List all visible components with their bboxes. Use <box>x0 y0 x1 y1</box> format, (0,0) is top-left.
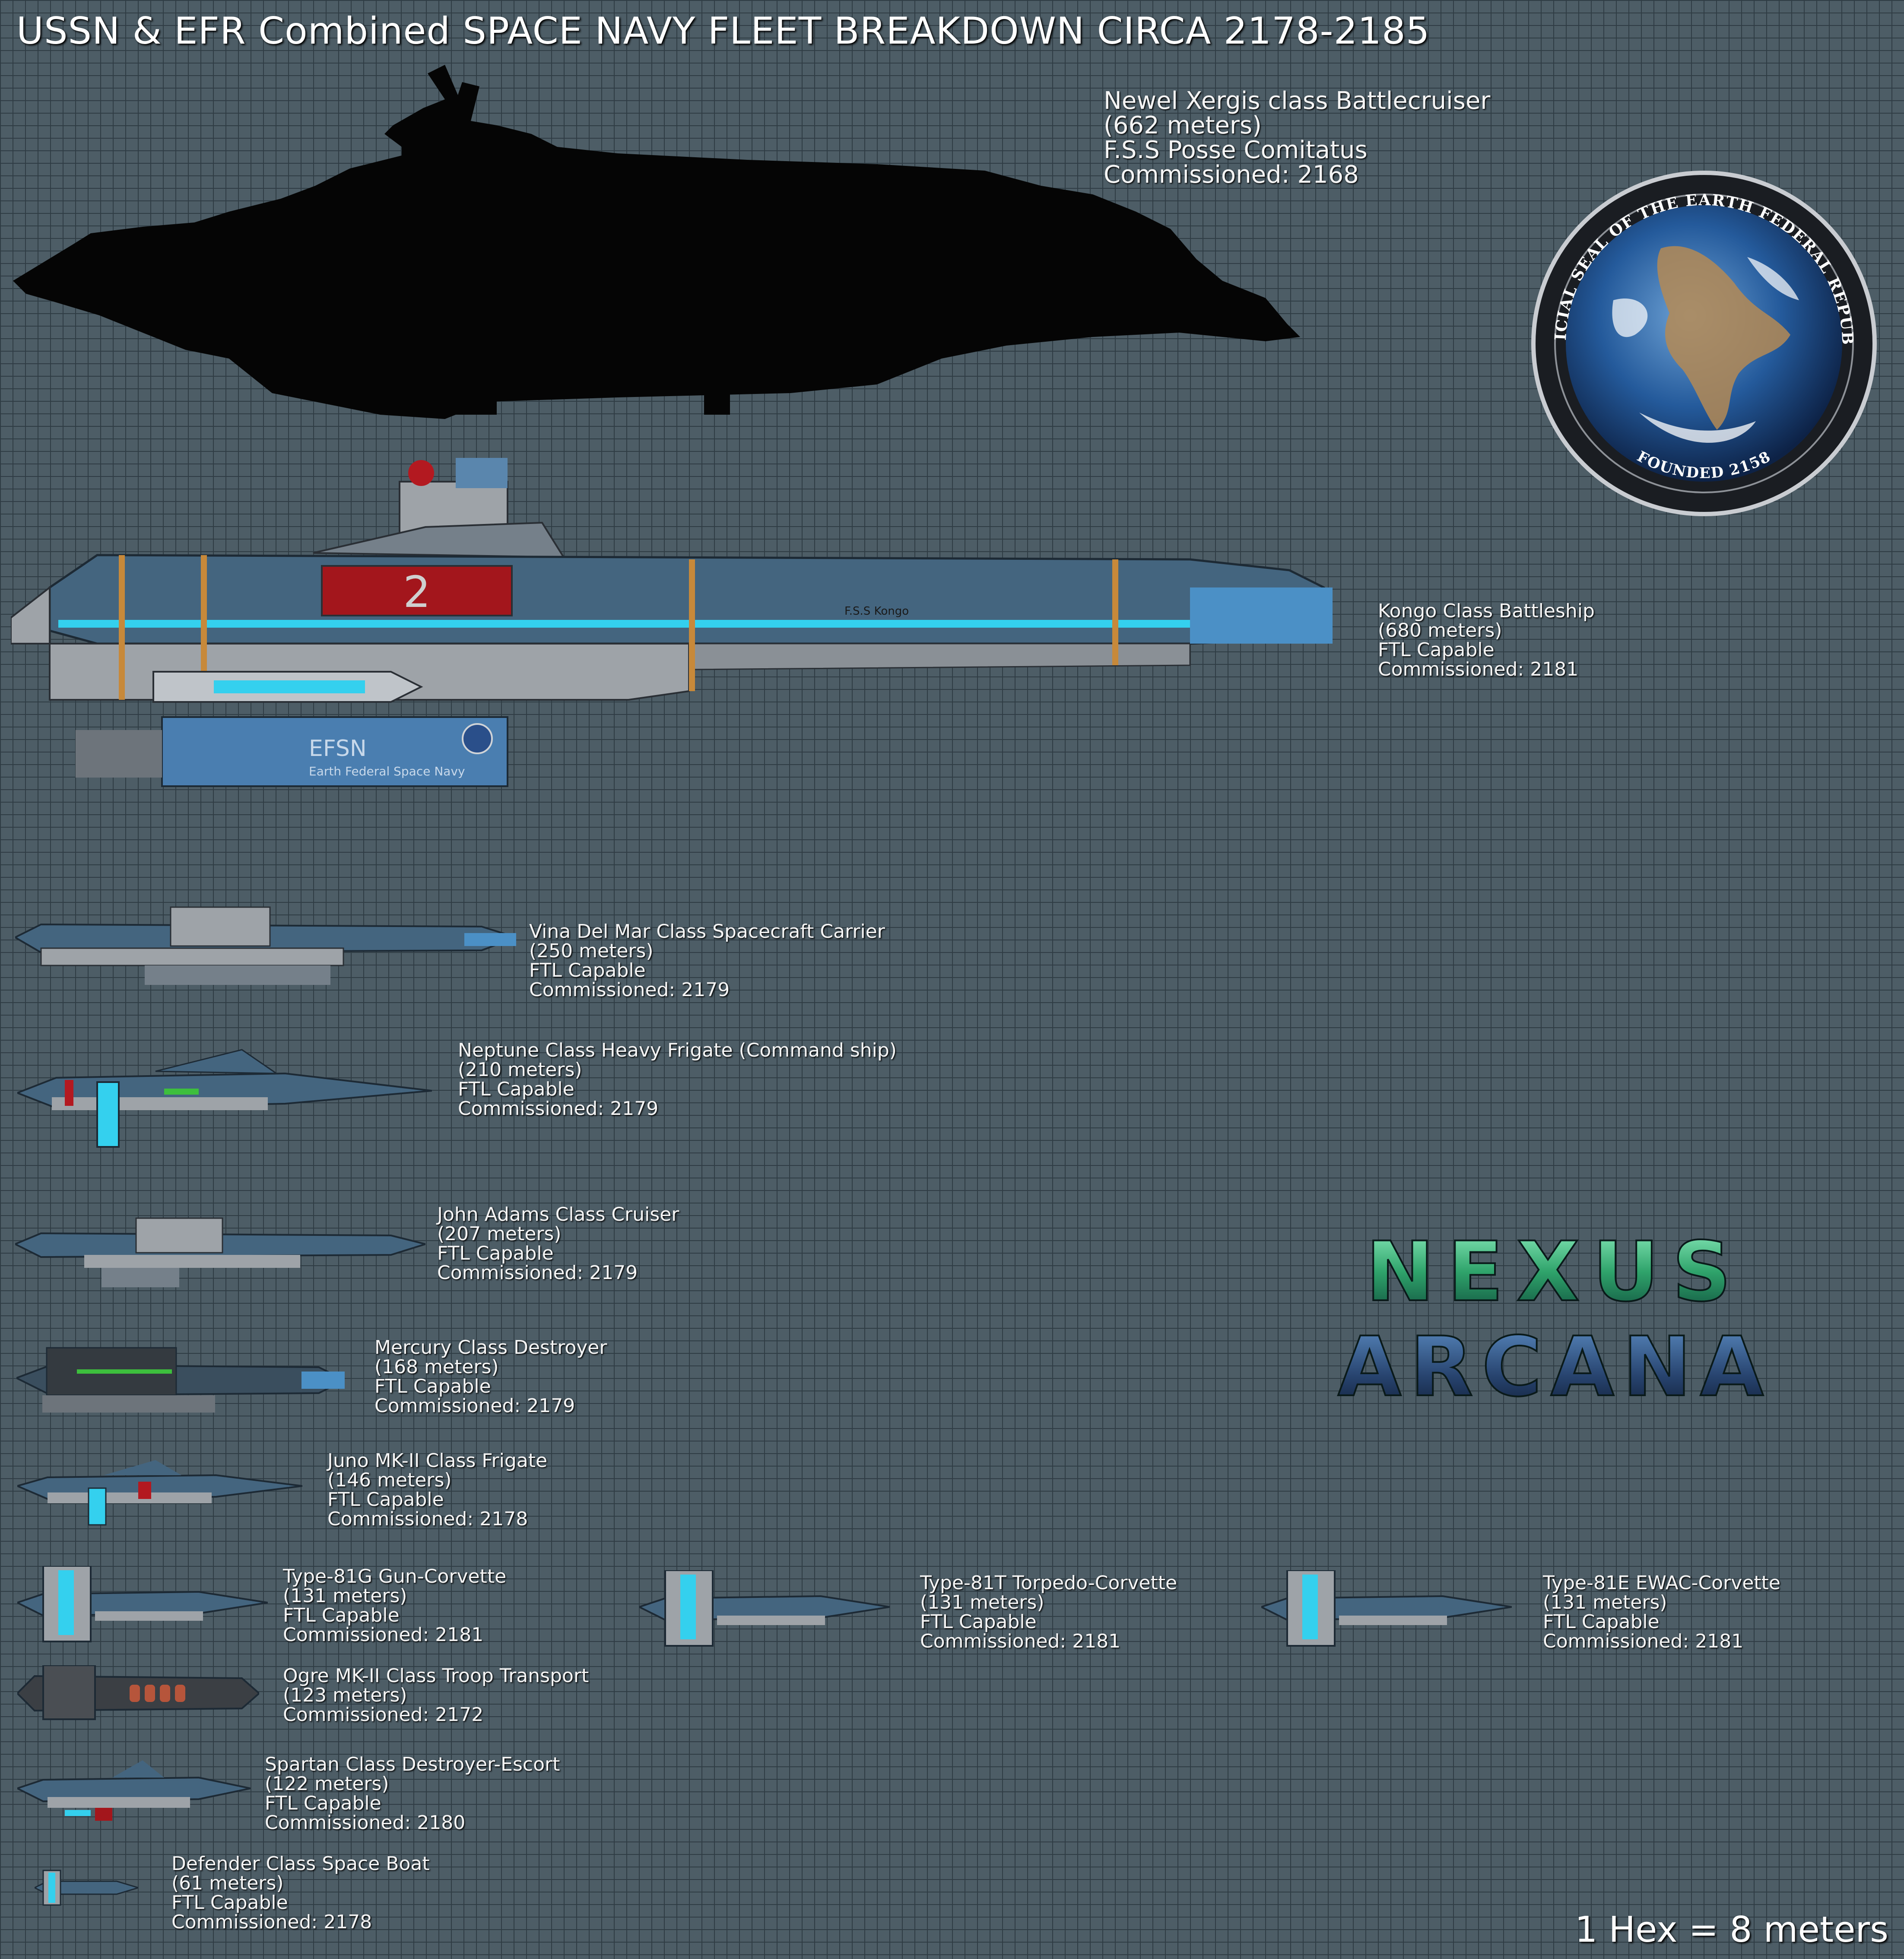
ship-ftl: FTL Capable <box>1543 1610 1660 1633</box>
ship-name: Type-81E EWAC-Corvette <box>1543 1572 1780 1594</box>
ship-name: John Adams Class Cruiser <box>437 1203 679 1226</box>
ship-length: (207 meters) <box>437 1222 562 1245</box>
label-john-adams: John Adams Class Cruiser (207 meters) FT… <box>437 1205 679 1283</box>
ship-ftl: FTL Capable <box>265 1792 381 1814</box>
ship-length: (131 meters) <box>283 1584 407 1607</box>
ship-ftl: FTL Capable <box>374 1375 491 1397</box>
logo-line2: ARCANA <box>1338 1319 1772 1408</box>
ship-commissioned: Commissioned: 2179 <box>374 1394 575 1417</box>
ship-length: (61 meters) <box>171 1872 284 1894</box>
ogre-troop-transport <box>17 1665 259 1721</box>
ship-name: Juno MK-II Class Frigate <box>327 1450 548 1472</box>
neptune-heavy-frigate <box>17 1032 432 1153</box>
ship-name: Mercury Class Destroyer <box>374 1337 607 1359</box>
ship-name: Type-81G Gun-Corvette <box>283 1565 507 1588</box>
label-type-81e: Type-81E EWAC-Corvette (131 meters) FTL … <box>1543 1572 1780 1652</box>
ship-length: (680 meters) <box>1378 619 1502 641</box>
label-neptune: Neptune Class Heavy Frigate (Command shi… <box>458 1041 897 1119</box>
spartan-destroyer-escort <box>17 1754 251 1827</box>
logo-line1: NEXUS <box>1366 1235 1744 1320</box>
type-81t-torpedo-corvette <box>639 1570 890 1648</box>
ship-ftl: FTL Capable <box>529 959 646 981</box>
defender-space-boat <box>35 1868 138 1907</box>
ship-name: Newel Xergis class Battlecruiser <box>1104 87 1491 115</box>
earth-federal-republic-seal: OFFICIAL SEAL OF THE EARTH FEDERAL REPUB… <box>1524 156 1877 516</box>
ship-length: (210 meters) <box>458 1058 582 1081</box>
ship-ftl: FTL Capable <box>327 1488 444 1511</box>
ship-name: Vina Del Mar Class Spacecraft Carrier <box>529 921 885 943</box>
ship-name: Defender Class Space Boat <box>171 1853 430 1875</box>
ship-length: (168 meters) <box>374 1356 499 1378</box>
page-title: USSN & EFR Combined SPACE NAVY FLEET BRE… <box>16 10 1430 53</box>
ship-commissioned: Commissioned: 2180 <box>265 1811 466 1834</box>
ship-commissioned: Commissioned: 2181 <box>1378 658 1579 680</box>
label-kongo: Kongo Class Battleship (680 meters) FTL … <box>1378 600 1595 680</box>
ship-ftl: FTL Capable <box>171 1891 288 1914</box>
ship-commissioned: Commissioned: 2181 <box>1543 1630 1744 1652</box>
ship-commissioned: Commissioned: 2181 <box>283 1623 484 1646</box>
ship-ftl: FTL Capable <box>437 1242 554 1264</box>
ship-commissioned: Commissioned: 2178 <box>327 1508 528 1530</box>
ship-commissioned: Commissioned: 2172 <box>283 1703 484 1726</box>
john-adams-cruiser <box>15 1203 425 1294</box>
ship-commissioned: Commissioned: 2178 <box>171 1911 372 1933</box>
ship-commissioned: Commissioned: 2179 <box>437 1261 638 1284</box>
ship-ftl: FTL Capable <box>1378 638 1495 661</box>
battlecruiser-silhouette <box>13 56 1309 445</box>
type-81g-gun-corvette <box>17 1566 268 1644</box>
label-type-81g: Type-81G Gun-Corvette (131 meters) FTL C… <box>283 1567 506 1645</box>
label-ogre: Ogre MK-II Class Troop Transport (123 me… <box>283 1665 589 1726</box>
ship-name: Neptune Class Heavy Frigate (Command shi… <box>458 1039 897 1061</box>
ship-ftl: FTL Capable <box>283 1604 400 1626</box>
ship-length: (122 meters) <box>265 1772 389 1795</box>
ship-length: (123 meters) <box>283 1684 407 1706</box>
ship-length: (250 meters) <box>529 940 654 962</box>
ship-vessel-name: F.S.S Posse Comitatus <box>1104 136 1368 165</box>
label-defender: Defender Class Space Boat (61 meters) FT… <box>171 1854 430 1932</box>
hull-subtitle-marking: Earth Federal Space Navy <box>309 764 465 778</box>
ship-length: (146 meters) <box>327 1469 452 1491</box>
label-mercury: Mercury Class Destroyer (168 meters) FTL… <box>374 1338 607 1416</box>
ship-commissioned: Commissioned: 2179 <box>529 978 730 1001</box>
label-vina-del-mar: Vina Del Mar Class Spacecraft Carrier (2… <box>529 922 885 1000</box>
ship-commissioned: Commissioned: 2181 <box>920 1630 1121 1652</box>
kongo-battleship: 2 F.S.S Kongo EFSN Earth Federal Space N… <box>11 458 1333 816</box>
hull-number: 2 <box>403 567 431 617</box>
mercury-destroyer <box>16 1339 345 1430</box>
nexus-arcana-logo: NEXUS ARCANA <box>1253 1223 1857 1416</box>
ship-length: (131 meters) <box>1543 1591 1667 1613</box>
label-spartan: Spartan Class Destroyer-Escort (122 mete… <box>265 1755 560 1833</box>
ship-length: (131 meters) <box>920 1591 1044 1613</box>
ship-commissioned: Commissioned: 2168 <box>1104 161 1359 189</box>
hull-code-marking: EFSN <box>309 736 367 762</box>
ship-name: Spartan Class Destroyer-Escort <box>265 1753 560 1775</box>
ship-ftl: FTL Capable <box>920 1610 1037 1633</box>
vina-del-mar-carrier <box>15 890 516 994</box>
type-81e-ewac-corvette <box>1261 1570 1512 1648</box>
ship-name: Ogre MK-II Class Troop Transport <box>283 1665 589 1687</box>
ship-name: Kongo Class Battleship <box>1378 600 1595 622</box>
ship-ftl: FTL Capable <box>458 1078 574 1100</box>
hull-name-marking: F.S.S Kongo <box>844 605 909 618</box>
juno-frigate <box>17 1449 302 1531</box>
ship-commissioned: Commissioned: 2179 <box>458 1097 659 1120</box>
ship-length: (662 meters) <box>1104 111 1262 140</box>
label-type-81t: Type-81T Torpedo-Corvette (131 meters) F… <box>920 1572 1177 1652</box>
label-battlecruiser: Newel Xergis class Battlecruiser (662 me… <box>1104 89 1490 187</box>
label-juno: Juno MK-II Class Frigate (146 meters) FT… <box>327 1451 547 1529</box>
ship-name: Type-81T Torpedo-Corvette <box>920 1572 1177 1594</box>
scale-note: 1 Hex = 8 meters <box>1575 1909 1888 1950</box>
